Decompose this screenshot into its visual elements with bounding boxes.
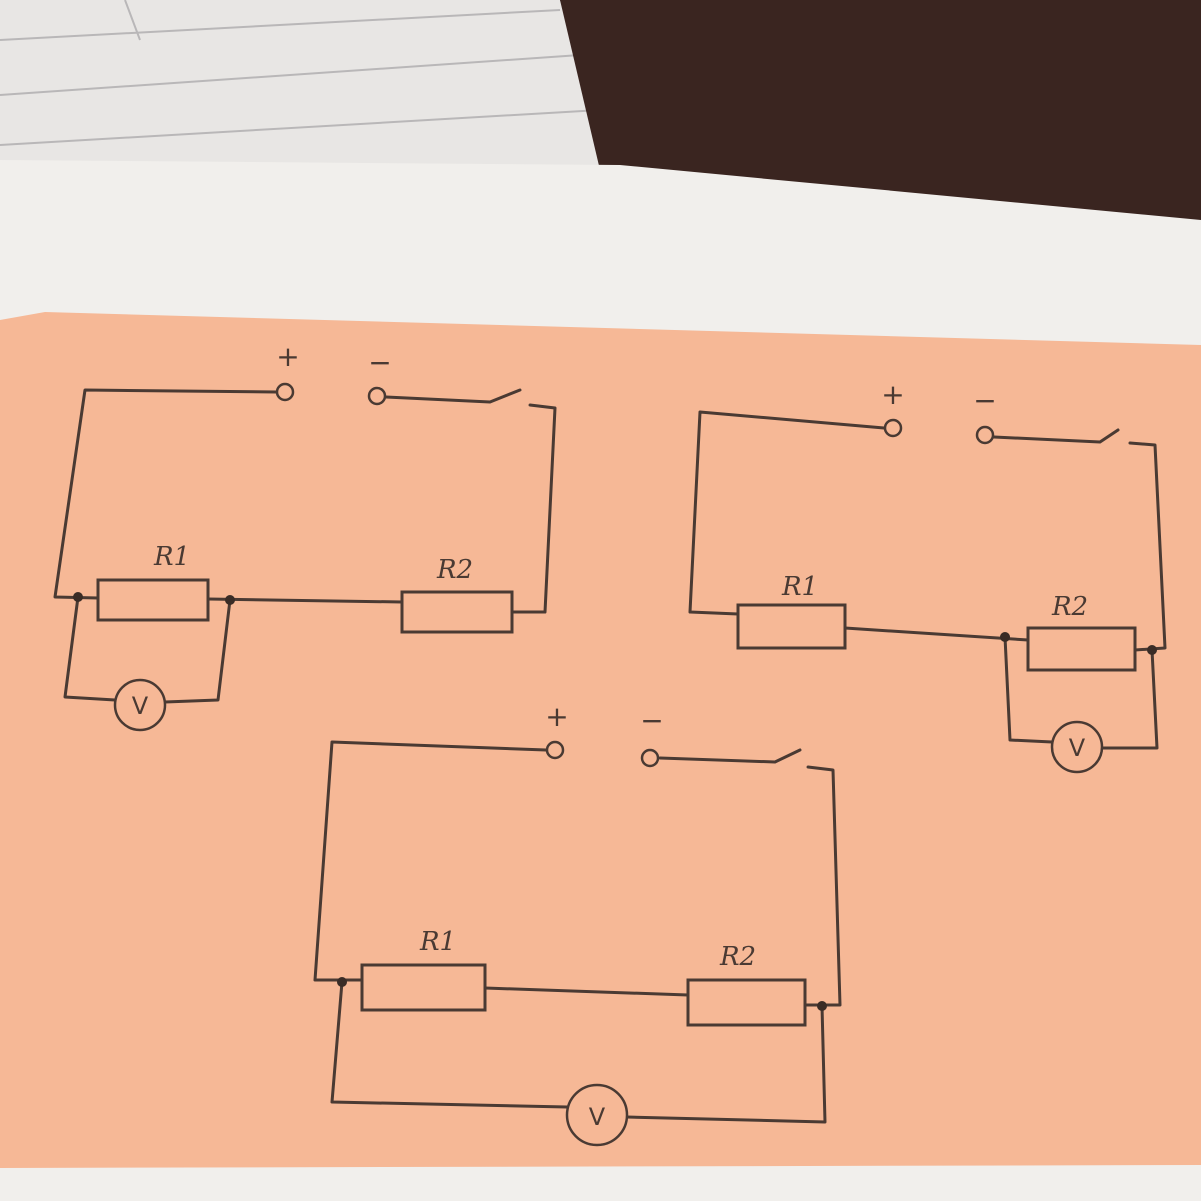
voltmeter [113, 678, 167, 732]
voltmeter-label: V [1069, 734, 1086, 762]
lined-paper [0, 0, 620, 175]
circuit-2: V + − R1 R2 [688, 378, 1167, 774]
resistor-r1 [736, 603, 847, 650]
plus-label: + [881, 378, 904, 411]
r2-label: R2 [436, 555, 473, 585]
voltmeter [1050, 720, 1104, 774]
voltmeter-label: V [132, 692, 149, 720]
circuit-3: V + − R1 R2 [313, 700, 842, 1147]
voltmeter-label: V [589, 1103, 606, 1131]
minus-label: − [640, 704, 663, 737]
plus-terminal [275, 382, 295, 402]
minus-terminal [640, 748, 660, 768]
plus-label: + [545, 700, 568, 733]
minus-terminal [975, 425, 995, 445]
r2-label: R2 [1051, 592, 1088, 622]
circuit-1: V + − R1 R2 [53, 340, 557, 732]
minus-label: − [973, 384, 996, 417]
orange-panel [0, 312, 1201, 1168]
r1-label: R1 [153, 542, 190, 572]
r1-label: R1 [781, 572, 818, 602]
paper-lines [0, 0, 601, 146]
resistor-r2 [686, 978, 807, 1027]
r2-label: R2 [719, 942, 756, 972]
voltmeter [565, 1083, 629, 1147]
plus-terminal [883, 418, 903, 438]
wooden-object [560, 0, 1201, 220]
r1-label: R1 [419, 927, 456, 957]
minus-terminal [367, 386, 387, 406]
plus-terminal [545, 740, 565, 760]
plus-label: + [276, 340, 299, 373]
minus-label: − [368, 346, 391, 379]
